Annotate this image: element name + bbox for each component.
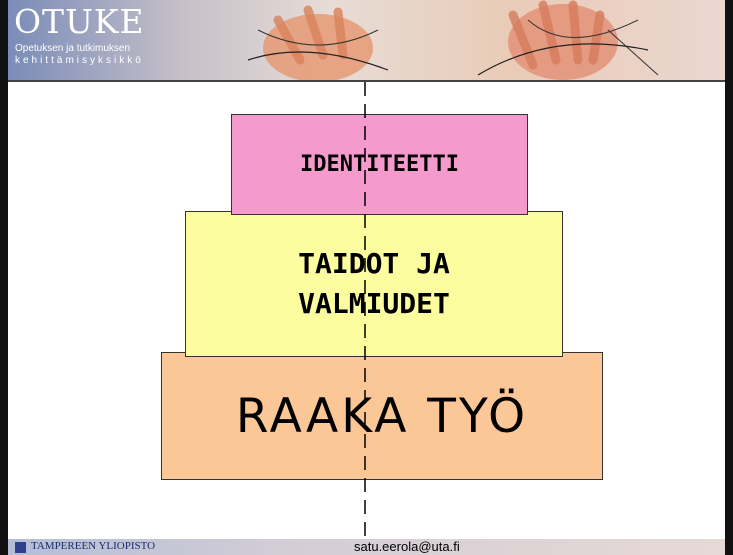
layer-raw-work-label: RAAKA TYÖ [235, 388, 529, 444]
hand-image-left [247, 0, 659, 80]
layer-identity-label: IDENTITEETTI [300, 152, 459, 177]
layer-skills-label: TAIDOT JA VALMIUDET [298, 247, 450, 320]
logo-subtitle-2: kehittämisyksikkö [15, 55, 144, 66]
footer-institution: TAMPEREEN YLIOPISTO [31, 540, 156, 552]
footer-email[interactable]: satu.eerola@uta.fi [354, 539, 460, 554]
header-divider [8, 80, 725, 82]
university-logo-icon [15, 542, 26, 553]
layer-skills: TAIDOT JA VALMIUDET [185, 211, 563, 357]
frame-right [725, 0, 733, 555]
header-banner: OTUKE Opetuksen ja tutkimuksen kehittämi… [8, 0, 725, 80]
layer-identity: IDENTITEETTI [231, 114, 528, 215]
frame-left [0, 0, 8, 555]
logo-subtitle-1: Opetuksen ja tutkimuksen [15, 43, 131, 54]
logo-text: OTUKE [14, 2, 145, 41]
footer-bar: TAMPEREEN YLIOPISTO satu.eerola@uta.fi [8, 539, 725, 555]
